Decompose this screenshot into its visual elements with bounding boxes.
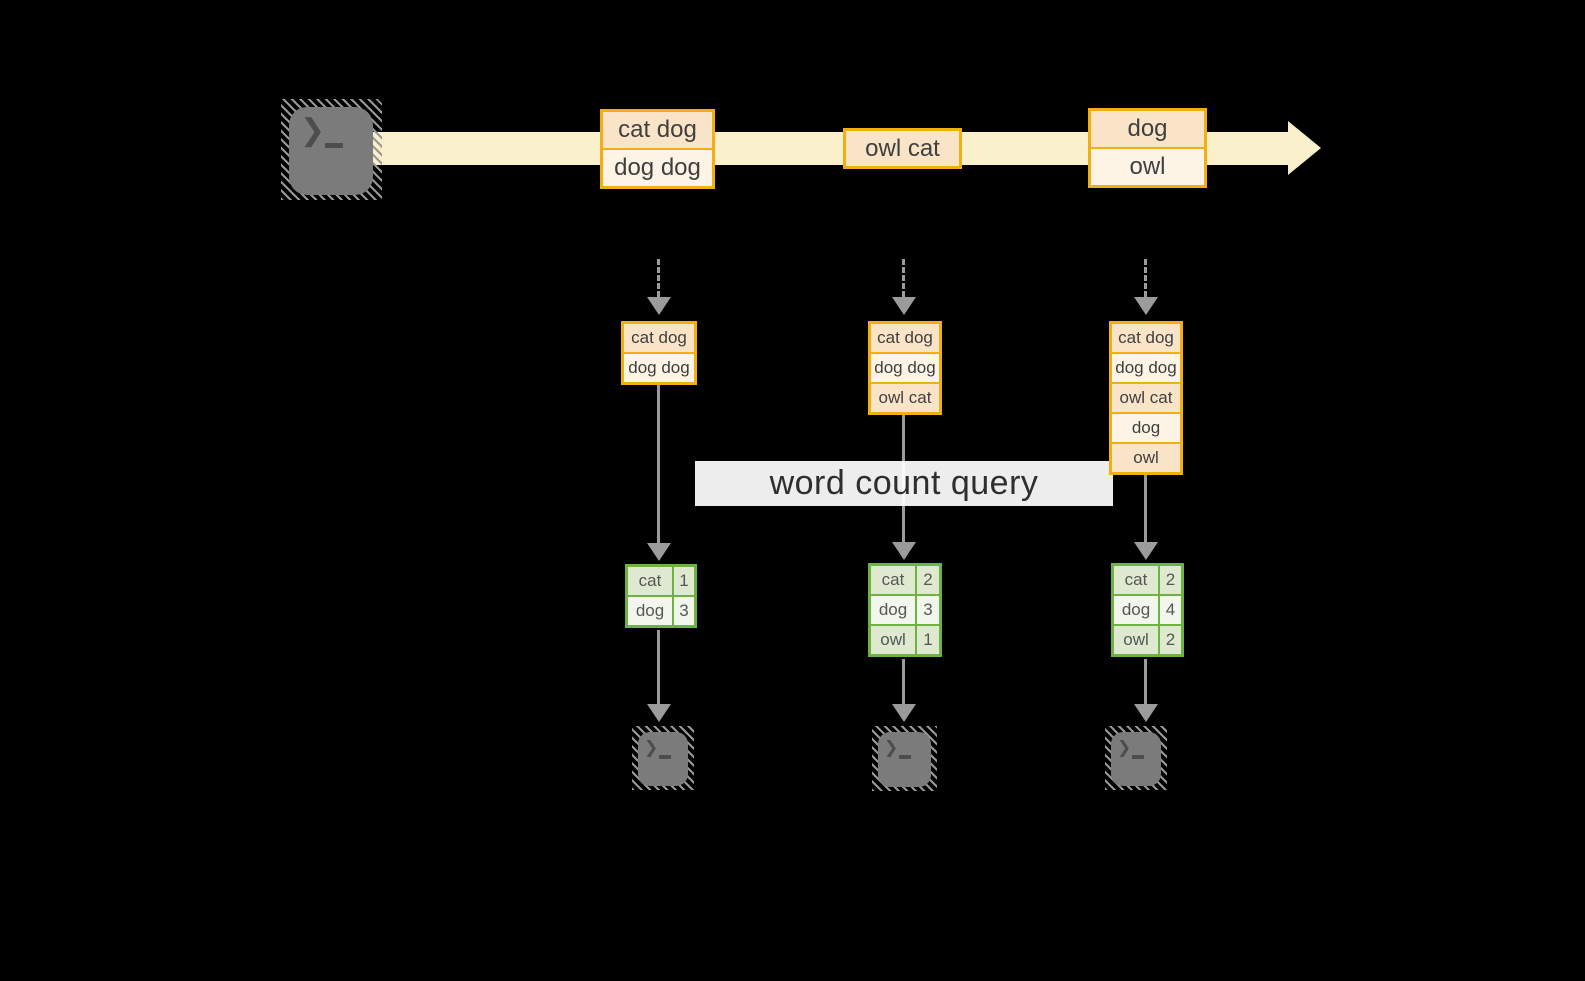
count-value: 3 bbox=[923, 600, 933, 619]
stream-event-box-2: owl cat bbox=[843, 128, 962, 169]
terminal-cursor-icon bbox=[1132, 755, 1144, 759]
count-table-1: cat 1 dog 3 bbox=[625, 564, 697, 628]
state-stack-1: cat dog dog dog bbox=[621, 321, 697, 385]
stream-event-text: cat dog bbox=[603, 112, 712, 148]
output-arrow-head bbox=[647, 704, 671, 722]
state-row: owl cat bbox=[871, 382, 939, 412]
stream-arrow-head bbox=[1288, 121, 1321, 175]
state-row: dog bbox=[1112, 412, 1180, 442]
terminal-body: ❯ bbox=[1111, 732, 1161, 786]
state-row: cat dog bbox=[1112, 324, 1180, 352]
count-word: cat bbox=[1114, 566, 1160, 594]
count-row: cat 1 bbox=[628, 567, 694, 595]
count-value: 3 bbox=[679, 601, 689, 620]
count-row: dog 4 bbox=[1114, 594, 1181, 624]
output-arrow-head bbox=[892, 704, 916, 722]
count-value: 1 bbox=[679, 571, 689, 590]
state-row: dog dog bbox=[624, 352, 694, 382]
state-row: dog dog bbox=[1112, 352, 1180, 382]
count-row: owl 1 bbox=[871, 624, 939, 654]
output-terminal-icon: ❯ bbox=[872, 726, 937, 791]
stream-event-text: dog dog bbox=[603, 148, 712, 186]
output-arrow-line bbox=[657, 630, 660, 704]
ingest-arrow-head bbox=[647, 297, 671, 315]
state-row: cat dog bbox=[624, 324, 694, 352]
output-terminal-icon: ❯ bbox=[1105, 726, 1167, 790]
count-word: dog bbox=[871, 596, 917, 624]
query-banner: word count query bbox=[695, 461, 1113, 506]
count-value: 2 bbox=[1165, 570, 1176, 589]
count-word: owl bbox=[1114, 626, 1160, 654]
ingest-arrow-head bbox=[1134, 297, 1158, 315]
stream-event-box-1: cat dog dog dog bbox=[600, 109, 715, 189]
count-word: owl bbox=[871, 626, 917, 654]
state-row: owl cat bbox=[1112, 382, 1180, 412]
terminal-prompt-icon: ❯ bbox=[884, 738, 899, 757]
ingest-arrow-head bbox=[892, 297, 916, 315]
terminal-prompt-icon: ❯ bbox=[300, 114, 326, 147]
count-row: owl 2 bbox=[1114, 624, 1181, 654]
state-stack-3: cat dog dog dog owl cat dog owl bbox=[1109, 321, 1183, 475]
count-row: cat 2 bbox=[871, 566, 939, 594]
terminal-cursor-icon bbox=[325, 143, 343, 148]
stream-event-text: dog bbox=[1091, 111, 1204, 147]
terminal-body: ❯ bbox=[289, 107, 373, 195]
ingest-arrow-line bbox=[1144, 259, 1147, 297]
count-table-2: cat 2 dog 3 owl 1 bbox=[868, 563, 942, 657]
output-terminal-icon: ❯ bbox=[632, 726, 694, 790]
count-word: dog bbox=[1114, 596, 1160, 624]
ingest-arrow-line bbox=[657, 259, 660, 297]
count-word: cat bbox=[871, 566, 917, 594]
terminal-body: ❯ bbox=[638, 732, 688, 786]
query-arrow-head bbox=[892, 542, 916, 560]
ingest-arrow-line bbox=[902, 259, 905, 297]
count-value: 4 bbox=[1165, 600, 1176, 619]
count-value: 1 bbox=[923, 630, 933, 649]
count-value: 2 bbox=[923, 570, 933, 589]
source-terminal-icon: ❯ bbox=[281, 99, 382, 200]
query-arrow-head bbox=[647, 543, 671, 561]
count-table-3: cat 2 dog 4 owl 2 bbox=[1111, 563, 1184, 657]
count-word: dog bbox=[628, 597, 674, 625]
terminal-cursor-icon bbox=[659, 755, 671, 759]
count-word: cat bbox=[628, 567, 674, 595]
query-arrow-line bbox=[1144, 475, 1147, 542]
terminal-body: ❯ bbox=[878, 732, 931, 787]
state-row: cat dog bbox=[871, 324, 939, 352]
count-value: 2 bbox=[1165, 630, 1176, 649]
count-row: dog 3 bbox=[628, 595, 694, 625]
count-row: dog 3 bbox=[871, 594, 939, 624]
output-arrow-line bbox=[902, 659, 905, 704]
query-arrow-head bbox=[1134, 542, 1158, 560]
state-stack-2: cat dog dog dog owl cat bbox=[868, 321, 942, 415]
stream-event-text: owl bbox=[1091, 147, 1204, 185]
output-arrow-head bbox=[1134, 704, 1158, 722]
terminal-prompt-icon: ❯ bbox=[1117, 738, 1132, 757]
stream-event-box-3: dog owl bbox=[1088, 108, 1207, 188]
terminal-prompt-icon: ❯ bbox=[644, 738, 659, 757]
state-row: owl bbox=[1112, 442, 1180, 472]
count-row: cat 2 bbox=[1114, 566, 1181, 594]
stream-event-text: owl cat bbox=[846, 131, 959, 166]
terminal-cursor-icon bbox=[899, 755, 911, 759]
state-row: dog dog bbox=[871, 352, 939, 382]
query-arrow-line bbox=[657, 385, 660, 543]
output-arrow-line bbox=[1144, 659, 1147, 704]
